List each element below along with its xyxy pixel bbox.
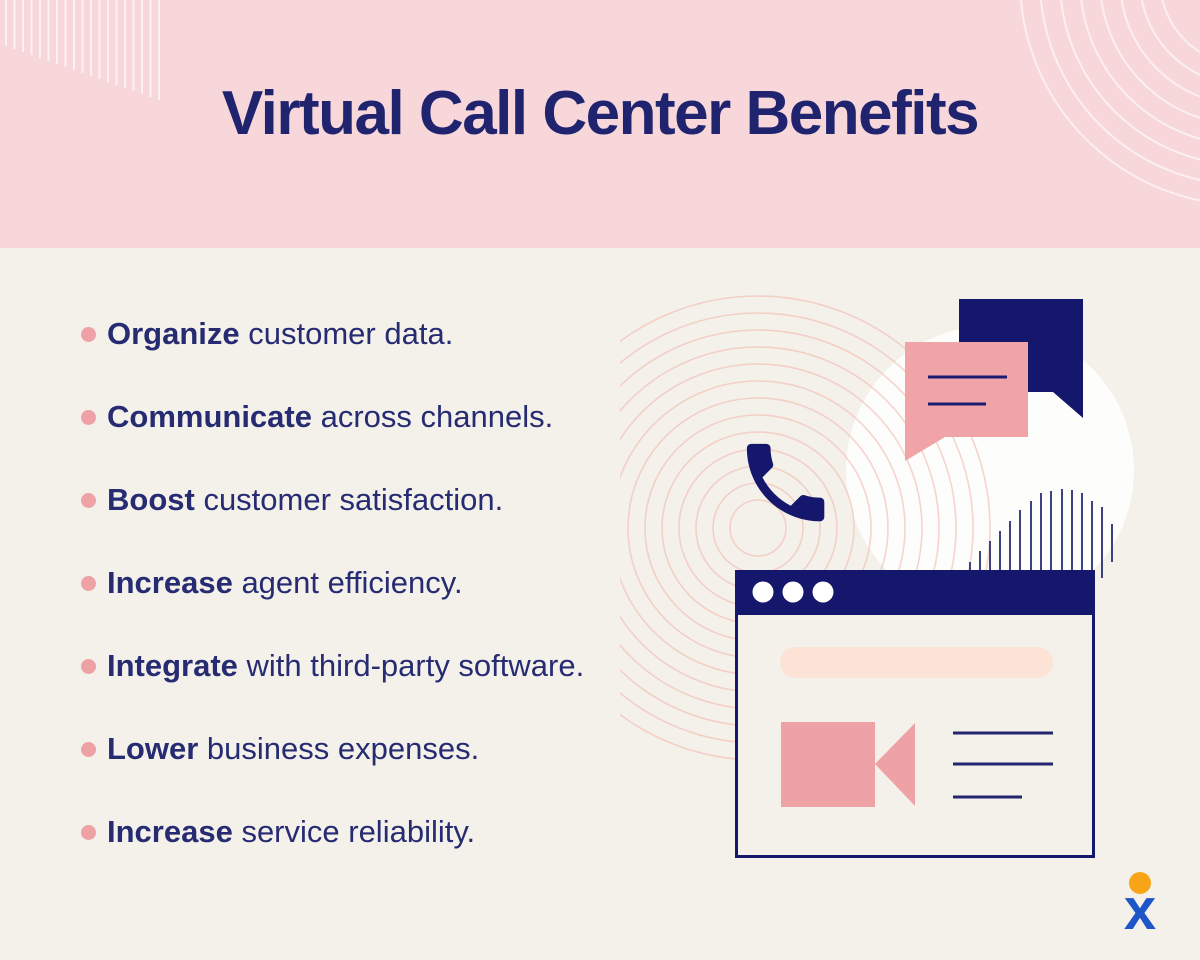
- list-item: Boost customer satisfaction.: [81, 482, 584, 517]
- list-item: Integrate with third-party software.: [81, 648, 585, 683]
- bullet-icon: [81, 575, 96, 591]
- bullet-icon: [81, 741, 96, 757]
- browser-window: [735, 570, 1095, 858]
- search-bar-decoration: [780, 647, 1053, 678]
- hanging-lines-decoration: [5, 0, 160, 100]
- benefit-text: Increase service reliability.: [107, 814, 476, 849]
- list-item: Organize customer data.: [81, 316, 584, 351]
- benefit-text: Organize customer data.: [107, 316, 454, 351]
- bullet-icon: [81, 824, 96, 840]
- bullet-icon: [81, 658, 96, 674]
- chat-bubble-pink-icon: [905, 342, 1028, 461]
- benefit-text: Increase agent efficiency.: [107, 565, 463, 600]
- phone-icon: [746, 443, 825, 522]
- header-decorations: [5, 0, 1200, 202]
- benefit-text: Lower business expenses.: [107, 731, 480, 766]
- video-camera-icon: [781, 722, 915, 807]
- list-item: Lower business expenses.: [81, 731, 584, 766]
- bubble-text-lines-decoration: [928, 375, 1007, 406]
- call-center-illustration: [620, 295, 1134, 858]
- bullet-icon: [81, 409, 96, 425]
- list-item: Increase service reliability.: [81, 814, 584, 849]
- text-lines-decoration: [953, 731, 1053, 799]
- logo-letter: x: [1123, 877, 1157, 942]
- nextiva-logo: x: [1100, 868, 1180, 948]
- header-band: Virtual Call Center Benefits: [0, 0, 1200, 248]
- benefit-text: Integrate with third-party software.: [107, 648, 585, 683]
- benefit-text: Communicate across channels.: [107, 399, 554, 434]
- logo-dot-icon: [1129, 872, 1151, 894]
- window-dots-icon: [752, 581, 834, 603]
- bullet-icon: [81, 492, 96, 508]
- list-item: Communicate across channels.: [81, 399, 584, 434]
- page-title: Virtual Call Center Benefits: [221, 79, 980, 148]
- audio-wave-lines-decoration: [969, 489, 1113, 578]
- bullet-icon: [81, 326, 96, 342]
- benefit-text: Boost customer satisfaction.: [107, 482, 504, 517]
- list-item: Increase agent efficiency.: [81, 565, 584, 600]
- benefits-list: Organize customer data. Communicate acro…: [81, 316, 585, 899]
